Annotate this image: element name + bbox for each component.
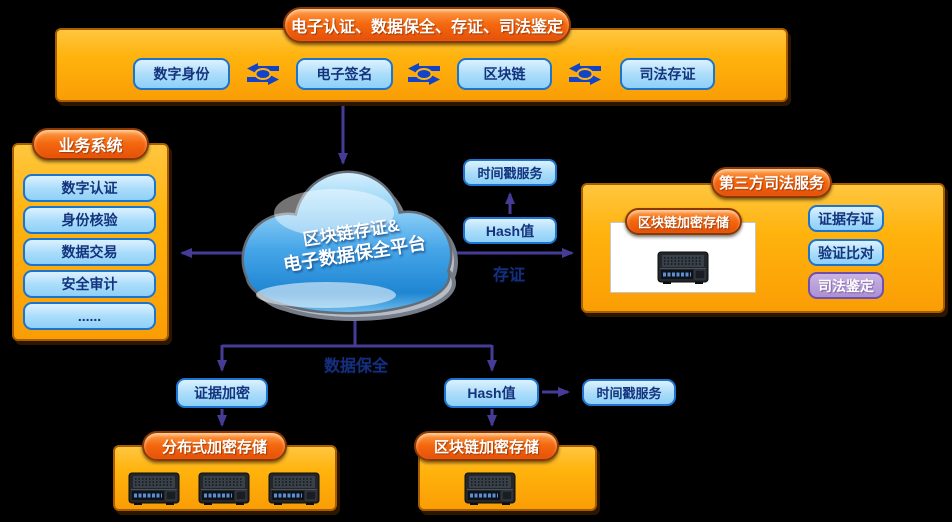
- cloud-icon: [241, 170, 458, 321]
- banner-item-label: 电子签名: [316, 66, 373, 82]
- judicial-storage-label: 区块链加密存储: [637, 215, 729, 230]
- banner-item-blockchain[interactable]: 区块链: [457, 58, 552, 90]
- banner-item-label: 区块链: [483, 66, 526, 82]
- exchange-arrows-icon: [569, 63, 601, 85]
- flow-label-cunzheng: 存证: [493, 267, 526, 284]
- business-title-label: 业务系统: [58, 138, 123, 155]
- business-item-digital-auth[interactable]: 数字认证: [23, 174, 156, 202]
- banner-item-e-signature[interactable]: 电子签名: [296, 58, 393, 90]
- timestamp-service-box-lower[interactable]: 时间戳服务: [582, 379, 676, 406]
- business-item-label: ......: [77, 308, 102, 324]
- banner-item-label: 数字身份: [153, 66, 210, 82]
- judicial-item-evidence-deposit[interactable]: 证据存证: [808, 205, 884, 232]
- business-item-identity-verify[interactable]: 身份核验: [23, 206, 156, 234]
- hash-label: Hash值: [467, 385, 516, 401]
- distributed-storage-title: 分布式加密存储: [142, 431, 287, 461]
- judicial-panel-title: 第三方司法服务: [711, 167, 832, 198]
- hash-value-box-upper[interactable]: Hash值: [463, 217, 557, 244]
- hash-value-box-lower[interactable]: Hash值: [444, 378, 539, 408]
- server-icon: [464, 472, 516, 505]
- business-panel-title: 业务系统: [32, 128, 149, 160]
- business-item-label: 身份核验: [61, 212, 118, 228]
- cloud-platform[interactable]: [236, 163, 464, 321]
- distributed-storage-label: 分布式加密存储: [161, 438, 267, 456]
- blockchain-storage-title: 区块链加密存储: [414, 431, 559, 461]
- judicial-storage-title: 区块链加密存储: [625, 208, 742, 235]
- server-icon: [268, 472, 320, 505]
- business-item-label: 数据交易: [61, 244, 118, 260]
- evidence-encrypt-box[interactable]: 证据加密: [176, 378, 268, 408]
- judicial-item-label: 验证比对: [818, 244, 874, 261]
- judicial-item-label: 司法鉴定: [818, 277, 874, 294]
- blockchain-storage-label: 区块链加密存储: [433, 438, 539, 456]
- judicial-item-label: 证据存证: [818, 210, 874, 227]
- banner-item-label: 司法存证: [639, 66, 696, 82]
- business-item-security-audit[interactable]: 安全审计: [23, 270, 156, 298]
- server-icon: [198, 472, 250, 505]
- business-item-data-exchange[interactable]: 数据交易: [23, 238, 156, 266]
- flow-label-baoquan: 数据保全: [324, 358, 389, 375]
- timestamp-label: 时间戳服务: [596, 386, 662, 401]
- judicial-item-judicial-appraisal[interactable]: 司法鉴定: [808, 272, 884, 299]
- business-item-more: ......: [23, 302, 156, 330]
- timestamp-service-box-upper[interactable]: 时间戳服务: [463, 159, 557, 186]
- top-banner-title: 电子认证、数据保全、存证、司法鉴定: [283, 7, 571, 43]
- evidence-encrypt-label: 证据加密: [194, 385, 250, 401]
- banner-item-digital-identity[interactable]: 数字身份: [133, 58, 230, 90]
- hash-label: Hash值: [485, 222, 535, 239]
- exchange-arrows-icon: [247, 63, 279, 85]
- server-icon: [128, 472, 180, 505]
- server-icon: [657, 251, 709, 284]
- exchange-arrows-icon: [408, 63, 440, 85]
- business-item-label: 数字认证: [61, 180, 118, 196]
- timestamp-label: 时间戳服务: [477, 166, 543, 181]
- banner-item-judicial-deposit[interactable]: 司法存证: [620, 58, 715, 90]
- top-banner-title-label: 电子认证、数据保全、存证、司法鉴定: [290, 19, 563, 36]
- business-item-label: 安全审计: [61, 276, 118, 292]
- judicial-title-label: 第三方司法服务: [718, 175, 824, 192]
- judicial-item-verify-compare[interactable]: 验证比对: [808, 239, 884, 266]
